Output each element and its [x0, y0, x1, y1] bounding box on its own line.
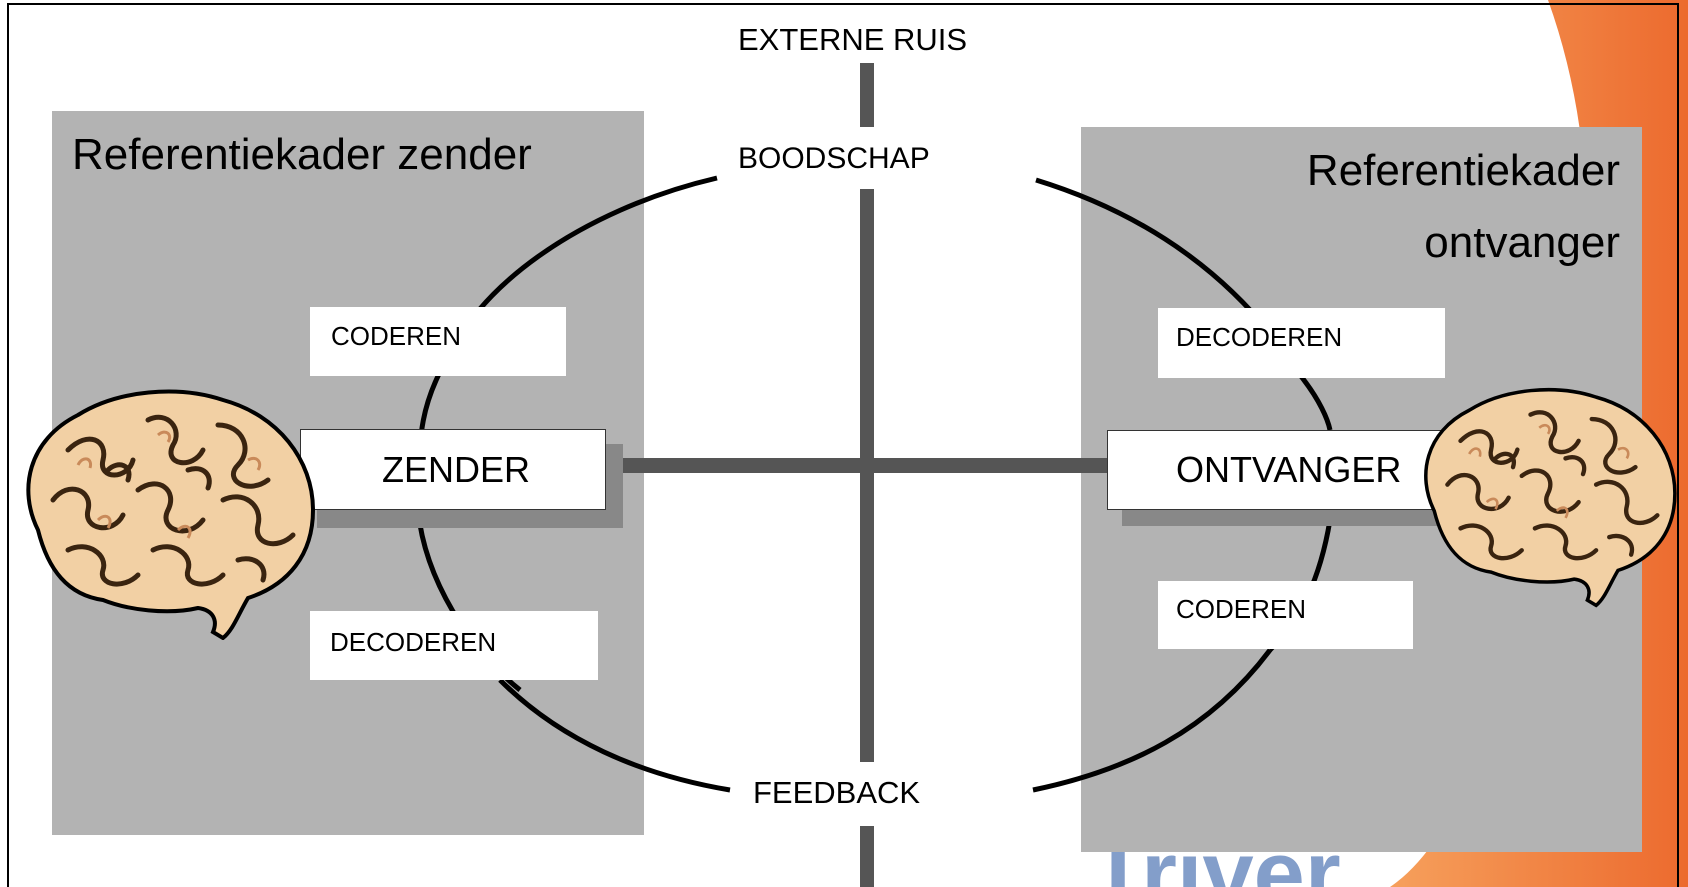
receiver-frame-title-line2: ontvanger	[1424, 218, 1620, 267]
noise-line-bottom	[860, 826, 874, 887]
receiver-decode-box: DECODEREN	[1158, 308, 1445, 378]
loop-lower-right	[1032, 648, 1272, 793]
receiver-decode-label: DECODEREN	[1176, 322, 1343, 352]
receiver-frame-title-line1: Referentiekader	[1306, 146, 1620, 195]
noise-line-main	[860, 189, 874, 762]
feedback-label: FEEDBACK	[753, 775, 921, 810]
sender-label: ZENDER	[382, 448, 531, 490]
sender-decode-box: DECODEREN	[310, 611, 598, 680]
sender-encode-box: CODEREN	[310, 307, 566, 376]
sender-box: ZENDER	[300, 429, 606, 510]
slide-border	[7, 3, 1679, 887]
receiver-box: ONTVANGER	[1107, 430, 1452, 510]
sender-encode-label: CODEREN	[331, 321, 462, 351]
message-label: BOODSCHAP	[738, 142, 930, 175]
loop-lower-left	[498, 678, 731, 793]
sender-brain-icon	[26, 389, 316, 640]
loop-right-middle	[1298, 373, 1333, 431]
noise-line-top	[860, 63, 874, 127]
receiver-brain-icon	[1424, 388, 1677, 608]
sender-frame-title: Referentiekader zender	[72, 130, 532, 179]
receiver-encode-label: CODEREN	[1176, 594, 1307, 624]
external-noise-label: EXTERNE RUIS	[738, 22, 968, 57]
channel-line	[604, 458, 1118, 473]
receiver-encode-box: CODEREN	[1158, 581, 1413, 649]
receiver-label: ONTVANGER	[1176, 449, 1402, 490]
sender-decode-label: DECODEREN	[330, 627, 497, 657]
